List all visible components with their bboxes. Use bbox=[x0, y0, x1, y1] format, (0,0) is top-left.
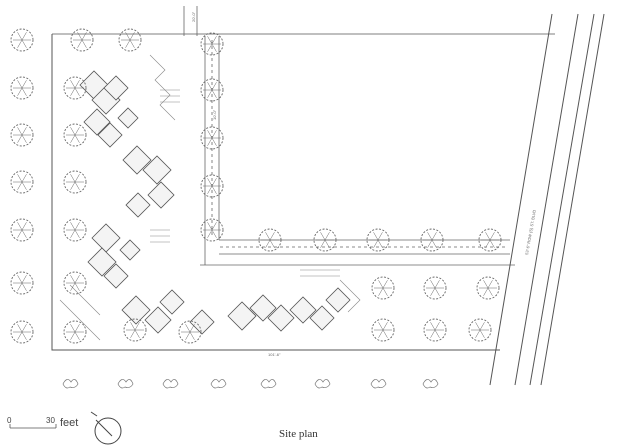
shrub-icon bbox=[370, 379, 387, 389]
tree-icon bbox=[10, 320, 34, 344]
tree-icon bbox=[10, 28, 34, 52]
tree-icon bbox=[178, 320, 202, 344]
tree-icon bbox=[468, 318, 492, 342]
tree-icon bbox=[371, 318, 395, 342]
tree-icon bbox=[478, 228, 502, 252]
tree-icon bbox=[423, 276, 447, 300]
tree-icon bbox=[371, 276, 395, 300]
shrub-icon bbox=[210, 379, 227, 389]
drawing-caption: Site plan bbox=[279, 428, 318, 440]
tree-icon bbox=[10, 218, 34, 242]
property-boundary bbox=[51, 33, 555, 351]
road-dimension-label: 53'-6" ROW (S) ST. BLVD bbox=[524, 209, 537, 255]
tree-icon bbox=[10, 76, 34, 100]
shrub-icon bbox=[260, 379, 277, 389]
shrub-icon bbox=[162, 379, 179, 389]
tree-icon bbox=[200, 78, 224, 102]
tree-icon bbox=[10, 271, 34, 295]
tree-icon bbox=[200, 126, 224, 150]
tree-icon bbox=[118, 28, 142, 52]
tree-icon bbox=[10, 123, 34, 147]
tree-icon bbox=[63, 123, 87, 147]
scale-bar bbox=[9, 424, 57, 429]
tree-icon bbox=[200, 218, 224, 242]
tree-icon bbox=[63, 218, 87, 242]
tree-icon bbox=[476, 276, 500, 300]
interior-drive bbox=[200, 239, 515, 266]
tree-icon bbox=[10, 170, 34, 194]
tree-icon bbox=[70, 28, 94, 52]
building-cluster-south bbox=[121, 287, 351, 335]
shrub-icon bbox=[314, 379, 331, 389]
tree-icon bbox=[63, 271, 87, 295]
north-arrow-icon bbox=[90, 411, 122, 445]
trees bbox=[10, 28, 502, 344]
tree-icon bbox=[313, 228, 337, 252]
tree-icon bbox=[63, 320, 87, 344]
shrub-icon bbox=[62, 379, 79, 389]
tree-icon bbox=[420, 228, 444, 252]
building-cluster-west bbox=[79, 70, 175, 289]
street-shrubs bbox=[62, 379, 439, 389]
drive-dimension-top: 20'-0" bbox=[191, 11, 196, 22]
tree-icon bbox=[200, 174, 224, 198]
tree-icon bbox=[63, 76, 87, 100]
shrub-icon bbox=[117, 379, 134, 389]
scale-start-label: 0 bbox=[7, 416, 12, 425]
boulevard-road bbox=[489, 13, 605, 386]
tree-icon bbox=[258, 228, 282, 252]
drive-dimension-mid: 10'-0" bbox=[212, 109, 217, 120]
tree-icon bbox=[423, 318, 447, 342]
scale-end-label: 30 bbox=[46, 416, 55, 425]
scale-unit-label: feet bbox=[60, 417, 79, 429]
south-dimension-label: 101'-6" bbox=[268, 352, 281, 357]
tree-icon bbox=[366, 228, 390, 252]
shrub-icon bbox=[422, 379, 439, 389]
tree-icon bbox=[123, 318, 147, 342]
site-paths-hatching bbox=[59, 54, 361, 341]
tree-icon bbox=[63, 170, 87, 194]
tree-icon bbox=[200, 32, 224, 56]
